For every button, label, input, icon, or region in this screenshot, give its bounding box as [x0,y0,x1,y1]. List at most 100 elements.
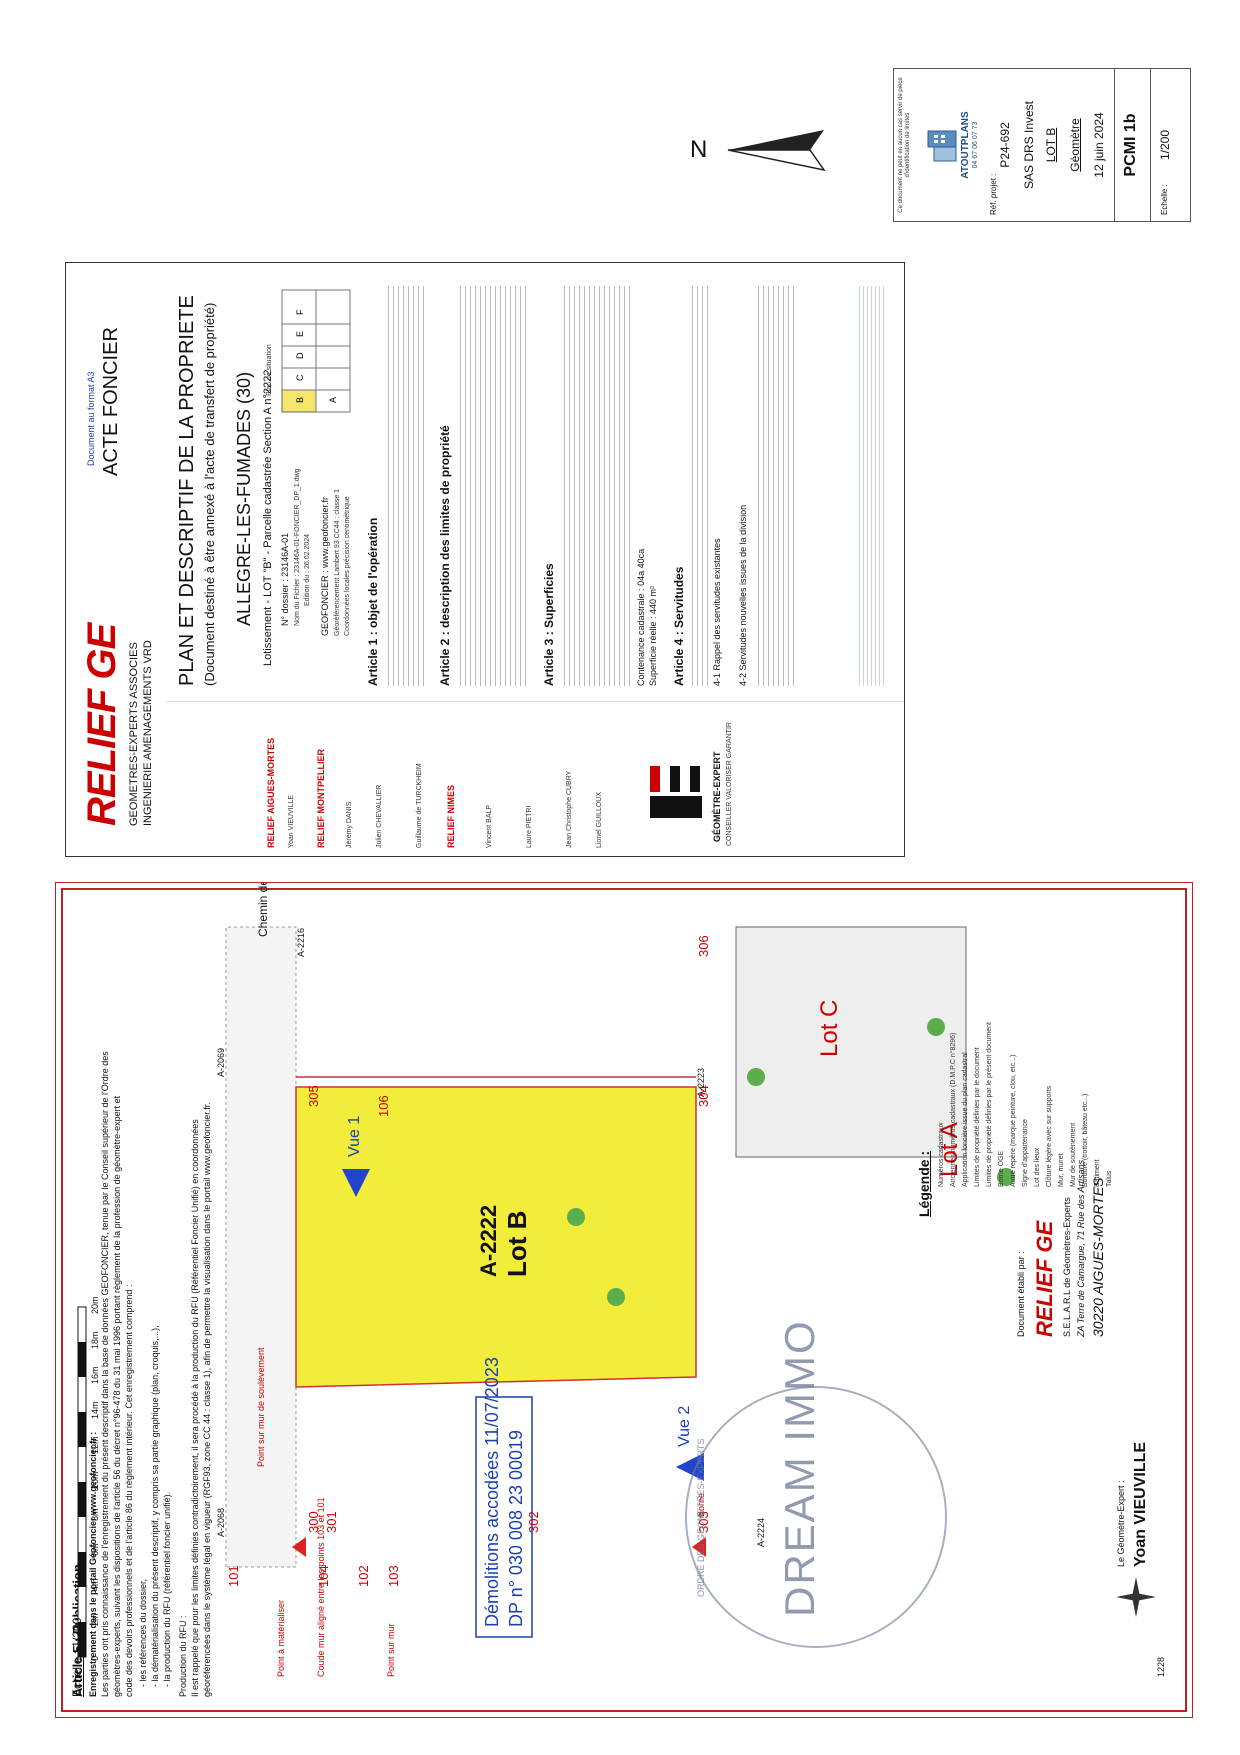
logo-phone: 04 67 06 07 73 [972,121,979,169]
point-304: 304 [696,1085,711,1107]
atoutplans-logo-icon [927,130,957,162]
doc-by: Document établi par : [1016,1251,1026,1337]
doc-code: PCMI 1b [1122,113,1139,177]
parcel-a2068: A-2068 [216,1507,226,1537]
point-302: 302 [526,1511,541,1533]
doc-date: 12 juin 2024 [1092,112,1106,178]
tick-10: 10m [90,1471,100,1489]
selarl: S.E.L.A.R.L de Géomètres-Experts [1062,1197,1072,1337]
article4-title: Article 4 : Servitudes [672,566,686,686]
map-lot-f: F [295,309,305,315]
bottom-logo-sub: CONSEILLER VALORISER GARANTIR [726,722,733,846]
article4-sub2-text [754,286,794,686]
ref-label: Réf. projet : [989,173,998,215]
sidebar-name-3: Julien CHEVALLIER [376,784,383,848]
edition-date: Edition du : 26.02.2024 [304,533,311,606]
geometre-label: Le Géomètre-Expert : [1116,1480,1126,1567]
geometre-name: Yoan VIEUVILLE [1132,1441,1149,1567]
annot-coude: Coude mur aligné entre les points 103 et… [316,1497,326,1677]
legend-item: Mur, muret [1058,1153,1065,1187]
point-103: 103 [386,1565,401,1587]
bottom-logo: GÉOMÈTRE-EXPERT [712,751,722,842]
parcel-a2216: A-2216 [296,927,306,957]
tick-6: 6m [90,1543,100,1556]
tick-14: 14m [90,1401,100,1419]
parcel-1228: 1228 [1156,1656,1166,1677]
map-lot-c: C [295,374,305,381]
lot-b-label: Lot B [502,1210,532,1277]
map-lot-d: D [295,352,305,359]
tick-2: 2m [90,1613,100,1626]
annot-mur-soulevement: Point sur mur de soulèvement [256,1347,266,1467]
article3-title: Article 3 : Superficies [542,563,556,686]
dossier-number: N° dossier : 23146A-01 [280,532,290,626]
scale-value: 1/200 [1158,129,1172,161]
parcel-a2224: A-2224 [756,1517,766,1547]
relief-logo: RELIEF GE [80,623,124,826]
legend-item: Application foncière issue du plan cadas… [962,1052,969,1187]
scale-title: Echelle : 1/200 [70,1617,84,1697]
company-line1: GEOMETRES-EXPERTS ASSOCIES [128,642,140,826]
sidebar-name-4: Guillaume de TURCKHEIM [416,763,423,848]
tick-4: 4m [90,1578,100,1591]
point-301: 301 [324,1511,339,1533]
sidebar-name-8: Lionel GUILLOUX [596,791,603,848]
sidebar-name-2: Jérémy DANIS [346,801,353,848]
article2-text [456,286,526,686]
legend-item: Signe d'appartenance [1022,1119,1029,1187]
sidebar-name-1: Yoan VIEUVILLE [288,794,295,848]
sidebar-title: RELIEF AIGUES-MORTES [266,737,276,848]
city: 30220 AIGUES-MORTES [1090,1177,1106,1337]
legend-item: Talus [1106,1170,1113,1187]
survey-drawing [61,888,1187,1712]
acte-foncier-panel: RELIEF GE GEOMETRES-EXPERTS ASSOCIES ING… [65,262,905,857]
logo-text: ATOUTPLANS [960,111,971,179]
acte-doc-type: ACTE FONCIER [100,327,122,476]
chemin-label: Chemin des Bruyères [256,883,270,937]
title-block-note: Ce document ne peut en aucun cas servir … [898,77,911,213]
contenance: Contenance cadastrale : 04a 40ca [636,548,646,686]
footer-text [856,286,886,686]
point-306: 306 [696,935,711,957]
tick-18: 18m [90,1331,100,1349]
vue1-label: Vue 1 [346,1115,363,1157]
article4-text [688,286,708,686]
geofoncier-url: GEOFONCIER : www.geofoncier.fr [320,496,330,636]
sidebar-name-7: Jean Christophe CUBRY [566,770,573,848]
sidebar-montpellier: RELIEF MONTPELLIER [316,749,326,848]
legend-item: Limites de propriété définies par le doc… [974,1047,981,1187]
legend-item: Borne OGE [998,1150,1005,1187]
main-subtitle: (Document destiné à être annexé à l'acte… [202,302,217,686]
sidebar-nimes: RELIEF NIMES [446,784,456,848]
format-note: Document au format A3 [86,371,96,466]
watermark-ring: ORDRE DES GEOMETRES-EXPERTS [696,1438,706,1597]
point-106: 106 [376,1095,391,1117]
north-arrow: N [690,120,830,180]
legend-item: Autre repère (marque peinture, clou, etc… [1010,1054,1017,1187]
annot-materialiser: Point à matérialiser [276,1599,286,1677]
article1-text [384,286,424,686]
watermark-text: DREAM IMMO [776,1319,823,1617]
superficie: Superficie réelle : 440 m² [648,585,658,686]
address: ZA Terre de Camargue, 71 Rue des Artisan… [1076,1159,1086,1337]
vue2-label: Vue 2 [676,1405,693,1447]
title-block: Ce document ne peut en aucun cas servir … [893,68,1191,222]
lambert: Géoréférencement Lambert 93 CC44 : class… [334,488,341,636]
legend-item: Limites de propriété définies par le pré… [986,1022,993,1187]
parcel-a2069: A-2069 [216,1047,226,1077]
north-arrow-icon [727,130,826,172]
compass-rose-icon [1116,1577,1156,1617]
commune: ALLEGRE-LES-FUMADES (30) [234,371,254,626]
tick-16: 16m [90,1366,100,1384]
plan-panel: Article 5 : Publication Enregistrement d… [55,882,1193,1718]
north-label: N [690,136,708,163]
role-name: Géomètre [1068,118,1082,172]
tick-12: 12m [90,1436,100,1454]
demolition-line2: DP n° 030 008 23 00019 [506,1429,526,1627]
legend-item: Clôture légère avec sur supports [1046,1085,1053,1187]
company-line2: INGENIERIE AMENAGEMENTS VRD [142,640,154,826]
lotissement: Lotissement - LOT "B" - Parcelle cadastr… [262,369,274,666]
demolition-line1: Démolitions accodées 11/07/2023 [482,1357,502,1627]
tick-0: 0 [90,1655,100,1661]
legend: Légende : Numéros cadastraux Anciennes n… [916,917,1136,1217]
